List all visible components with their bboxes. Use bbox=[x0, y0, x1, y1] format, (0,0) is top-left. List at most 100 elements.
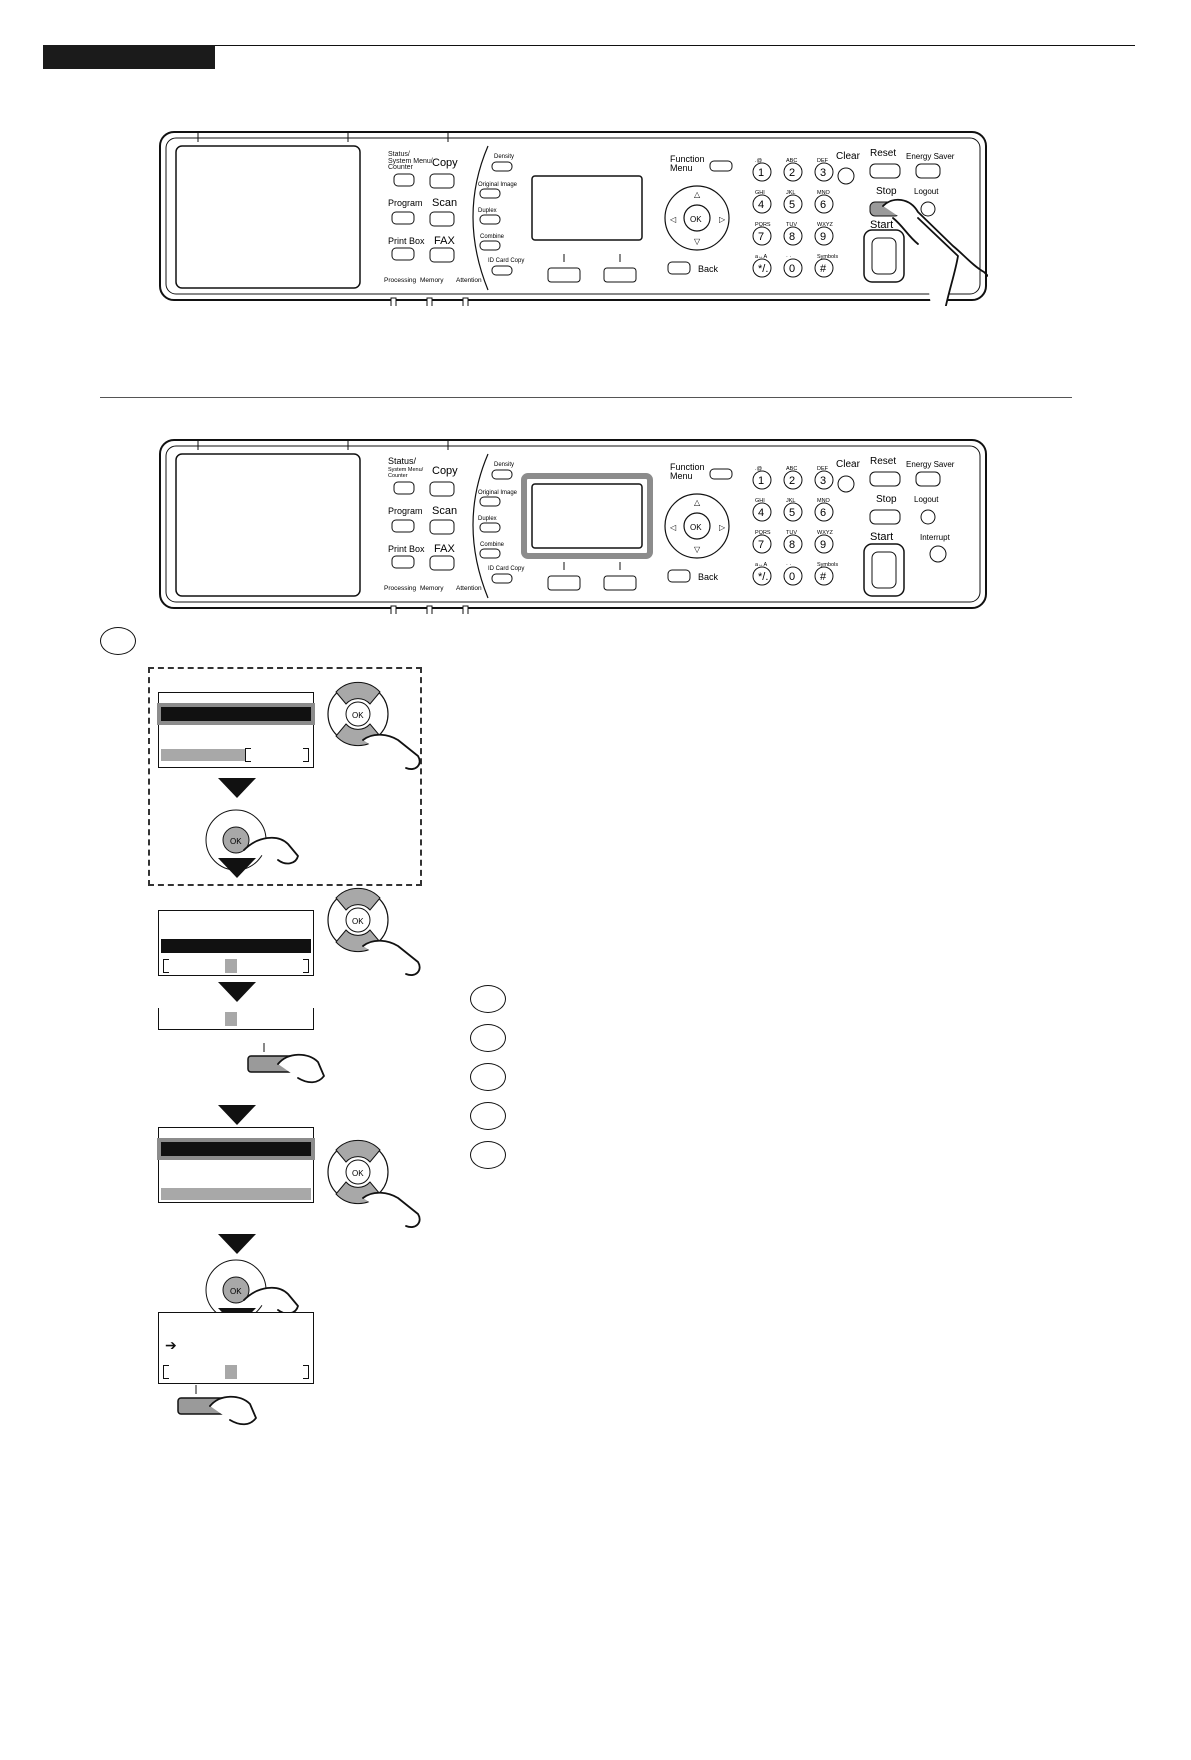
key-sub-label: WXYZ bbox=[817, 530, 834, 536]
status-label: Status/ bbox=[388, 151, 410, 158]
selected-row bbox=[161, 939, 311, 953]
key-number: 2 bbox=[789, 167, 795, 179]
hand-pointer-icon bbox=[362, 939, 421, 976]
svg-text:Logout: Logout bbox=[914, 187, 939, 196]
hand-pointer-icon bbox=[209, 1395, 257, 1426]
svg-text:Energy Saver: Energy Saver bbox=[906, 460, 955, 469]
svg-text:Memory: Memory bbox=[420, 277, 444, 284]
svg-text:Menu: Menu bbox=[670, 471, 693, 481]
step-marker bbox=[470, 1063, 506, 1091]
key-sub-label: WXYZ bbox=[817, 222, 834, 228]
key-number: 6 bbox=[820, 507, 826, 519]
svg-text:Logout: Logout bbox=[914, 495, 939, 504]
key-number: 9 bbox=[820, 539, 826, 551]
down-triangle-icon bbox=[218, 1234, 256, 1254]
lcd-softkey-strip bbox=[158, 1008, 314, 1030]
key-sub-label: JKL bbox=[786, 190, 795, 196]
keypad-key bbox=[814, 194, 834, 214]
svg-text:Status/: Status/ bbox=[388, 456, 417, 466]
svg-text:Original Image: Original Image bbox=[478, 182, 518, 188]
svg-text:▽: ▽ bbox=[694, 545, 701, 554]
key-sub-label: .@ bbox=[755, 158, 763, 164]
selected-row bbox=[157, 703, 315, 725]
svg-text:Counter: Counter bbox=[388, 164, 414, 171]
svg-text:Back: Back bbox=[698, 264, 719, 274]
svg-text:Function: Function bbox=[670, 462, 705, 472]
selected-row bbox=[157, 1138, 315, 1160]
step-marker bbox=[470, 1141, 506, 1169]
operation-panel-stop: Status/ System Menu/ Counter Copy Progra… bbox=[159, 131, 988, 306]
svg-text:◁: ◁ bbox=[670, 215, 677, 224]
key-number: 2 bbox=[789, 475, 795, 487]
svg-text:Program: Program bbox=[388, 506, 423, 516]
key-sub-label: a↔A bbox=[755, 562, 768, 568]
key-sub-label: DEF bbox=[817, 158, 829, 164]
optional-steps-box bbox=[148, 667, 422, 886]
key-number: 0 bbox=[789, 263, 795, 275]
operation-panel-display: Status/ System Menu/ Counter Copy Progra… bbox=[159, 439, 987, 614]
arrow-right-icon: ➔ bbox=[165, 1337, 177, 1353]
down-triangle-icon bbox=[218, 778, 256, 798]
svg-text:Density: Density bbox=[494, 462, 514, 468]
step-marker bbox=[100, 627, 136, 655]
lcd-screen-2 bbox=[158, 910, 314, 976]
key-number: 8 bbox=[789, 539, 795, 551]
keypad-key bbox=[783, 162, 803, 182]
svg-text:FAX: FAX bbox=[434, 235, 455, 247]
key-number: 7 bbox=[758, 231, 764, 243]
lcd-menu-screen-3 bbox=[157, 1127, 315, 1203]
keypad-key bbox=[814, 566, 834, 586]
key-sub-label: PQRS bbox=[755, 530, 771, 536]
svg-text:▽: ▽ bbox=[694, 237, 701, 246]
key-sub-label: · · bbox=[786, 562, 791, 568]
keypad-key bbox=[752, 534, 772, 554]
svg-text:Combine: Combine bbox=[480, 542, 505, 548]
down-triangle-icon bbox=[218, 858, 256, 878]
hand-pointer-icon bbox=[243, 836, 299, 865]
svg-text:Copy: Copy bbox=[432, 157, 458, 169]
key-number: */. bbox=[758, 571, 768, 583]
keypad-key bbox=[783, 566, 803, 586]
svg-text:System Menu/: System Menu/ bbox=[388, 467, 424, 473]
key-number: 1 bbox=[758, 475, 764, 487]
svg-text:Processing: Processing bbox=[384, 277, 417, 284]
keypad-key bbox=[783, 470, 803, 490]
keypad-key bbox=[752, 566, 772, 586]
key-number: 3 bbox=[820, 167, 826, 179]
keypad-key bbox=[783, 534, 803, 554]
svg-text:Interrupt: Interrupt bbox=[920, 533, 951, 542]
svg-text:Copy: Copy bbox=[432, 465, 458, 477]
svg-text:Attention: Attention bbox=[456, 585, 482, 592]
step-marker bbox=[470, 1102, 506, 1130]
svg-text:Memory: Memory bbox=[420, 585, 444, 592]
hand-pointer-icon bbox=[882, 198, 988, 306]
key-number: 8 bbox=[789, 231, 795, 243]
svg-text:Clear: Clear bbox=[836, 151, 861, 162]
svg-text:ID Card Copy: ID Card Copy bbox=[488, 258, 524, 264]
key-sub-label: TUV bbox=[786, 222, 797, 228]
key-number: 7 bbox=[758, 539, 764, 551]
svg-text:Duplex: Duplex bbox=[478, 516, 497, 522]
step-marker bbox=[470, 985, 506, 1013]
svg-text:Start: Start bbox=[870, 531, 893, 543]
key-sub-label: MNO bbox=[817, 190, 831, 196]
key-number: 0 bbox=[789, 571, 795, 583]
svg-text:FAX: FAX bbox=[434, 543, 455, 555]
svg-text:Original Image: Original Image bbox=[478, 490, 518, 496]
svg-text:Back: Back bbox=[698, 572, 719, 582]
keypad-key bbox=[752, 502, 772, 522]
svg-text:OK: OK bbox=[230, 1287, 242, 1296]
section-divider bbox=[100, 397, 1072, 398]
keypad-key bbox=[752, 226, 772, 246]
keypad-key bbox=[752, 258, 772, 278]
header-rule bbox=[43, 45, 1135, 46]
svg-text:Processing: Processing bbox=[384, 585, 417, 592]
svg-text:Print Box: Print Box bbox=[388, 544, 425, 554]
key-number: */. bbox=[758, 263, 768, 275]
keypad-key bbox=[814, 534, 834, 554]
key-number: # bbox=[820, 571, 827, 583]
key-number: 3 bbox=[820, 475, 826, 487]
key-sub-label: GHI bbox=[755, 190, 765, 196]
svg-text:◁: ◁ bbox=[670, 523, 677, 532]
keypad-key bbox=[814, 502, 834, 522]
